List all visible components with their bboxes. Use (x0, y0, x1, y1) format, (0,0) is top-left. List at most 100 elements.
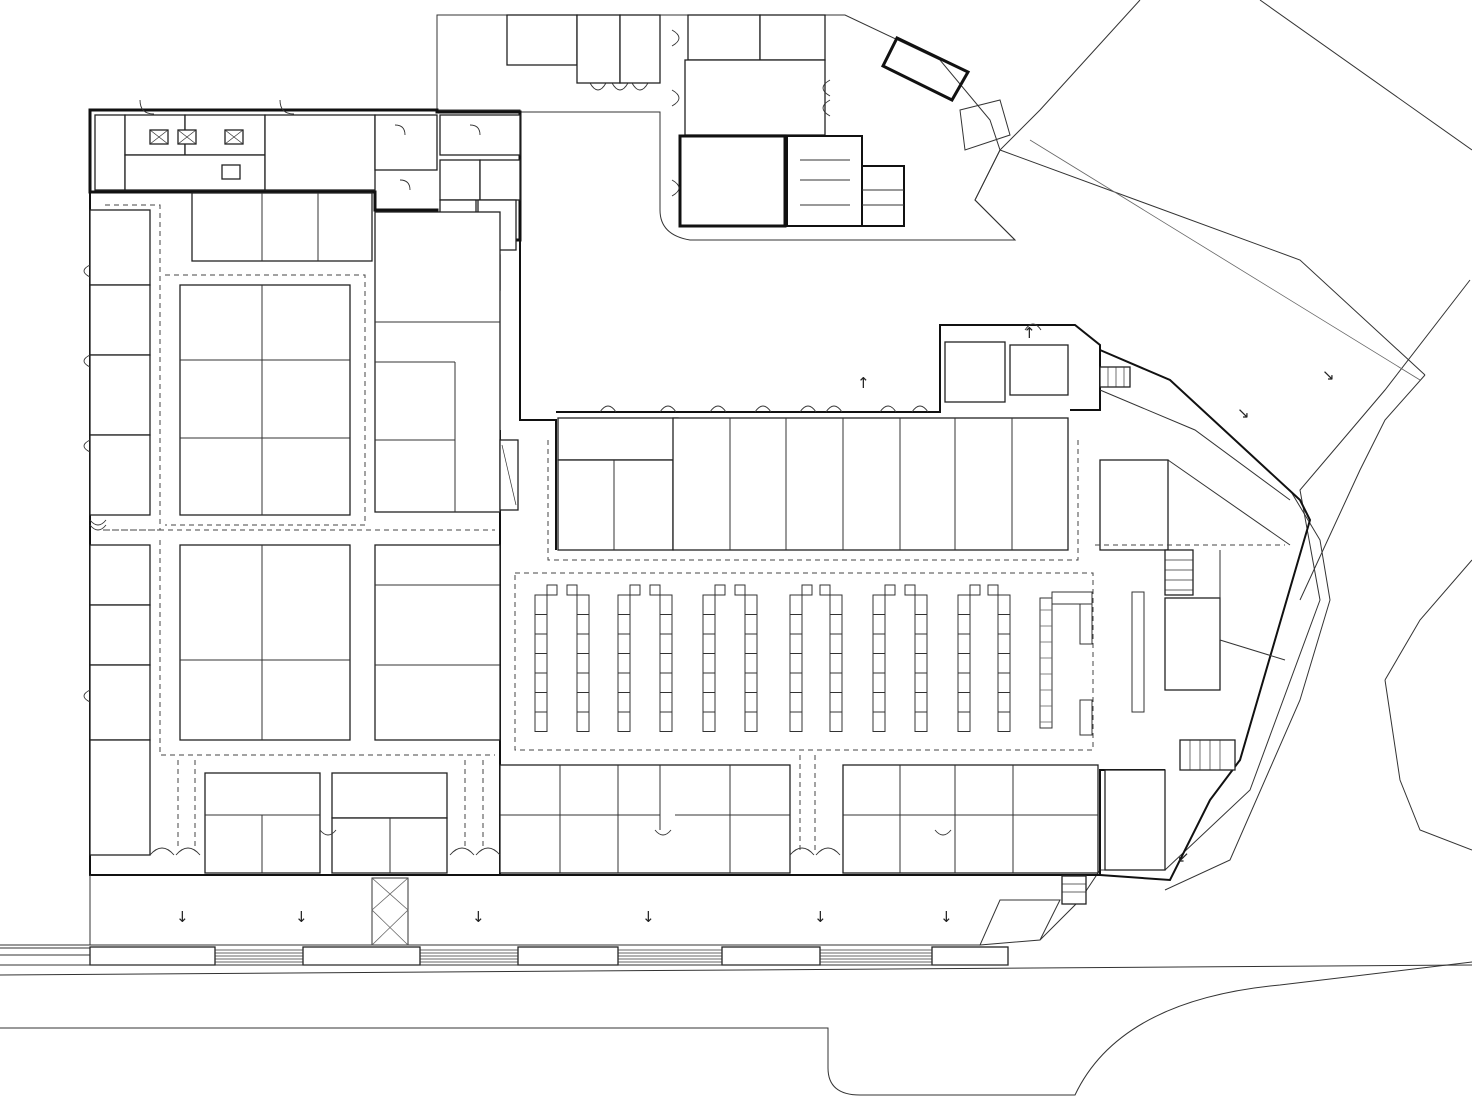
market-stall (957, 633, 971, 654)
market-stall (914, 672, 928, 693)
market-stall (957, 672, 971, 693)
market-stall (872, 711, 886, 732)
market-stall (617, 653, 631, 674)
market-stall (659, 692, 673, 713)
market-stall (702, 594, 716, 615)
circulation-paths (100, 204, 1285, 850)
market-stall (957, 653, 971, 674)
west-units (83, 209, 151, 856)
market-stall (617, 692, 631, 713)
market-stall (702, 633, 716, 654)
market-stall (957, 692, 971, 713)
arrow-diagonal: ↙ (1177, 848, 1190, 866)
drain-cover (89, 946, 216, 966)
market-stall (872, 614, 886, 635)
arrow-down: ↓ (176, 908, 189, 926)
market-stall (702, 692, 716, 713)
market-stall (534, 672, 548, 693)
market-stall (576, 594, 590, 615)
market-stall (659, 633, 673, 654)
market-stall (957, 614, 971, 635)
arrow-down: ↓ (295, 908, 308, 926)
drain-strip (89, 946, 1009, 966)
market-stall (914, 653, 928, 674)
drain-cover (931, 946, 1009, 966)
market-stall (789, 711, 803, 732)
market-stall (957, 594, 971, 615)
stall-end-cap (566, 584, 578, 596)
market-stall (744, 711, 758, 732)
market-stall (872, 672, 886, 693)
market-stall (576, 614, 590, 635)
stall-end-cap (819, 584, 831, 596)
market-stall (534, 614, 548, 635)
market-stall (997, 594, 1011, 615)
market-stall (702, 711, 716, 732)
market-stall (872, 653, 886, 674)
stall-end-cap (801, 584, 813, 596)
drain-cover (721, 946, 821, 966)
market-stall (659, 672, 673, 693)
market-stall (534, 633, 548, 654)
market-stall (659, 614, 673, 635)
market-stall (744, 672, 758, 693)
market-stall (997, 633, 1011, 654)
market-stall (914, 633, 928, 654)
counter-block (1079, 603, 1093, 645)
market-stall (702, 614, 716, 635)
stall-end-cap (904, 584, 916, 596)
center-left-blocks (179, 192, 501, 741)
stall-end-cap (987, 584, 999, 596)
admin-strip (94, 99, 521, 291)
market-stall (914, 711, 928, 732)
north-service-block (436, 14, 1017, 241)
stall-end-cap (884, 584, 896, 596)
central-hall-stalls (514, 572, 1145, 751)
market-stall (829, 614, 843, 635)
drain-cover (302, 946, 421, 966)
market-stall (576, 633, 590, 654)
market-stall (789, 692, 803, 713)
market-stall (829, 633, 843, 654)
arrow-up: ↑ (1023, 324, 1036, 342)
market-stall (702, 672, 716, 693)
market-stall (576, 653, 590, 674)
market-stall (997, 672, 1011, 693)
counter-block (1079, 699, 1093, 736)
market-stall (789, 672, 803, 693)
stall-end-cap (649, 584, 661, 596)
market-stall (789, 614, 803, 635)
market-stall (997, 614, 1011, 635)
market-stall (829, 653, 843, 674)
drain-cover (517, 946, 619, 966)
market-stall (914, 692, 928, 713)
market-stall (576, 692, 590, 713)
market-stall (617, 672, 631, 693)
market-stall (744, 594, 758, 615)
stall-end-cap (714, 584, 726, 596)
arrow-down: ↓ (940, 908, 953, 926)
stall-end-cap (546, 584, 558, 596)
arrow-down: ↓ (472, 908, 485, 926)
east-wing (1061, 366, 1291, 905)
market-stall (829, 594, 843, 615)
market-stall (957, 711, 971, 732)
market-stall (659, 711, 673, 732)
market-stall (744, 633, 758, 654)
market-stall (744, 692, 758, 713)
east-stair (1061, 366, 1236, 905)
market-stall (534, 692, 548, 713)
market-stall (617, 633, 631, 654)
market-stall (617, 711, 631, 732)
counter-block (1051, 591, 1093, 605)
market-stall (829, 711, 843, 732)
arrow-diagonal: ↘ (1322, 366, 1335, 384)
flow-arrows: ↓ ↓ ↓ ↓ ↓ ↓ ↑ ↑ ↘ ↘ ↙ (176, 324, 1335, 926)
counter-block (1131, 591, 1145, 713)
market-stall (702, 653, 716, 674)
toilet-hatches (149, 129, 244, 180)
north-center-units (499, 323, 1069, 551)
stall-end-cap (734, 584, 746, 596)
market-stall (914, 594, 928, 615)
